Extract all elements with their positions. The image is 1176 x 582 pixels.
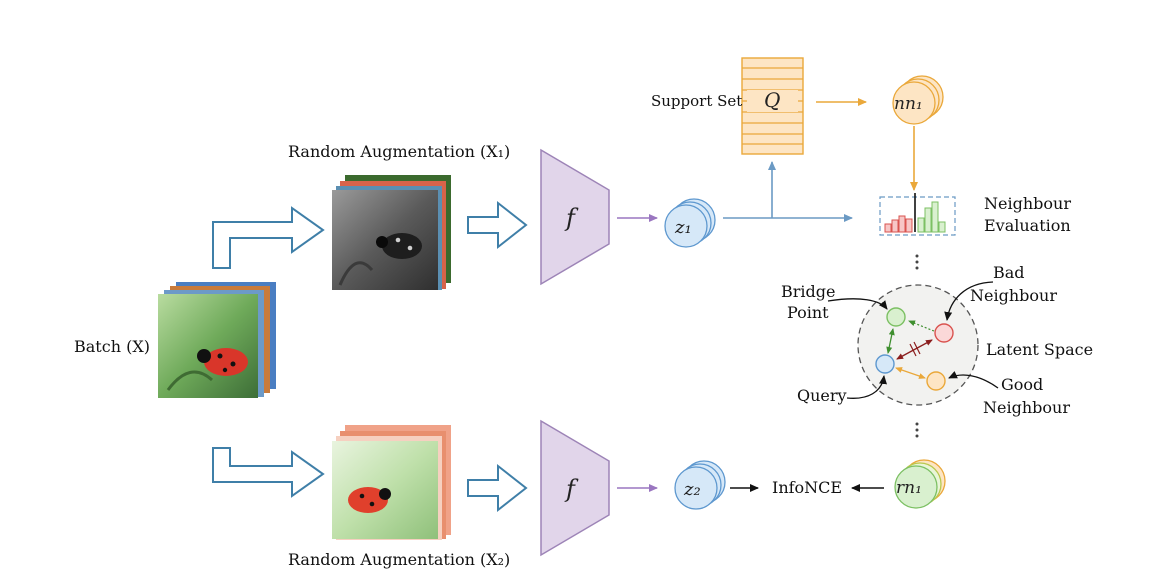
encoder-top: f xyxy=(540,148,610,286)
aug2-image-stack xyxy=(332,425,451,540)
query-label: Query xyxy=(797,386,847,405)
bridge-label-line2: Point xyxy=(787,303,829,322)
pointer-good xyxy=(948,371,999,389)
good-neighbour-node xyxy=(926,371,946,391)
neighbour-eval-line1: Neighbour xyxy=(984,194,1071,213)
nn1-label: nn₁ xyxy=(894,94,923,114)
outline-arrow-icon xyxy=(467,463,528,513)
ellipsis-bottom xyxy=(915,422,919,438)
rn1-label: rn₁ xyxy=(896,478,922,498)
outline-arrow-icon xyxy=(212,447,325,498)
aug1-label: Random Augmentation (X₁) xyxy=(288,142,510,161)
support-set-queue: Q xyxy=(741,57,804,155)
neighbour-eval-line2: Evaluation xyxy=(984,216,1071,235)
pointer-bridge xyxy=(827,298,888,310)
aug1-image-stack xyxy=(332,175,451,290)
rn1-node: rn₁ xyxy=(894,459,946,509)
z2-label: z₂ xyxy=(683,479,701,500)
z2-node: z₂ xyxy=(674,460,726,510)
good-label-line2: Neighbour xyxy=(983,398,1070,417)
nn1-node: nn₁ xyxy=(892,75,944,125)
pointer-query xyxy=(846,375,887,399)
outline-arrow-icon xyxy=(212,206,325,269)
z1-label: z₁ xyxy=(674,217,692,238)
bridge-point-node xyxy=(886,307,906,327)
queue-symbol: Q xyxy=(764,88,780,112)
bridge-label-line1: Bridge xyxy=(781,282,835,301)
latent-space-label: Latent Space xyxy=(986,340,1093,359)
z1-node: z₁ xyxy=(664,198,716,248)
latent-space xyxy=(857,284,979,406)
support-set-label: Support Set xyxy=(651,92,742,110)
bad-neighbour-node xyxy=(934,323,954,343)
aug2-label: Random Augmentation (X₂) xyxy=(288,550,510,569)
bad-label-line2: Neighbour xyxy=(970,286,1057,305)
bad-label-line1: Bad xyxy=(993,263,1025,282)
outline-arrow-icon xyxy=(467,200,528,250)
batch-image-stack xyxy=(158,282,276,398)
query-node xyxy=(875,354,895,374)
ellipsis-top xyxy=(915,254,919,270)
histogram-icon xyxy=(879,193,956,236)
pointer-bad xyxy=(944,281,994,321)
encoder-bottom: f xyxy=(540,419,610,557)
good-label-line1: Good xyxy=(1001,375,1043,394)
batch-label: Batch (X) xyxy=(74,337,150,356)
infonce-label: InfoNCE xyxy=(772,478,842,497)
